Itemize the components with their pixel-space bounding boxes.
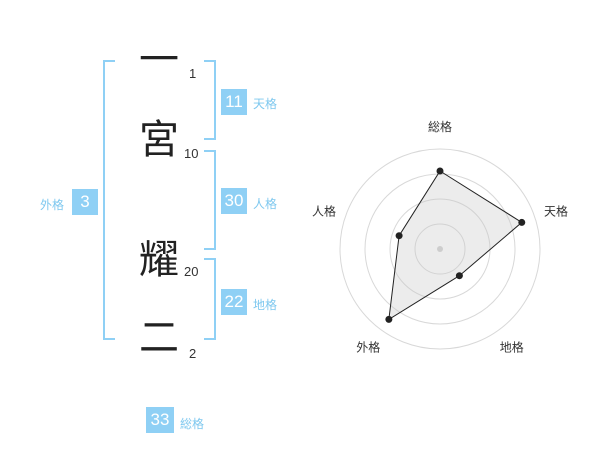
stroke-count-3: 20 <box>184 264 199 279</box>
gaikaku-value: 3 <box>72 189 98 215</box>
radar-axis-label: 外格 <box>356 340 380 355</box>
radar-center <box>437 246 443 252</box>
radar-ring <box>414 223 466 275</box>
radar-axis-label: 総格 <box>428 119 452 134</box>
soukaku-label: 総格 <box>180 417 205 431</box>
radar-axis-label: 天格 <box>544 203 568 218</box>
name-char-4: 二 <box>139 315 179 361</box>
radar-axis-label: 地格 <box>500 340 524 355</box>
radar-point-5 <box>395 232 403 240</box>
tenkaku-value: 11 <box>221 89 247 115</box>
tenkaku-label: 天格 <box>253 97 278 111</box>
name-char-3: 耀 <box>139 237 179 283</box>
radar-point-3 <box>455 272 463 280</box>
radar-point-2 <box>518 218 526 226</box>
name-char-1: 一 <box>139 37 179 83</box>
stroke-count-2: 10 <box>184 146 199 161</box>
jinkaku-value: 30 <box>221 188 247 214</box>
chikaku-value: 22 <box>221 289 247 315</box>
radar-axis-label: 人格 <box>312 203 336 218</box>
chikaku-label: 地格 <box>253 298 278 312</box>
radar-point-1 <box>436 167 444 175</box>
jinkaku-label: 人格 <box>253 197 278 211</box>
radar-area <box>388 170 523 321</box>
radar-point-4 <box>385 315 393 323</box>
stroke-count-4: 2 <box>189 346 197 361</box>
stroke-count-1: 1 <box>189 66 197 81</box>
radar-ring <box>339 148 541 350</box>
gaikaku-label: 外格 <box>40 198 65 212</box>
soukaku-value: 33 <box>146 407 174 433</box>
name-char-2: 宮 <box>139 117 179 163</box>
